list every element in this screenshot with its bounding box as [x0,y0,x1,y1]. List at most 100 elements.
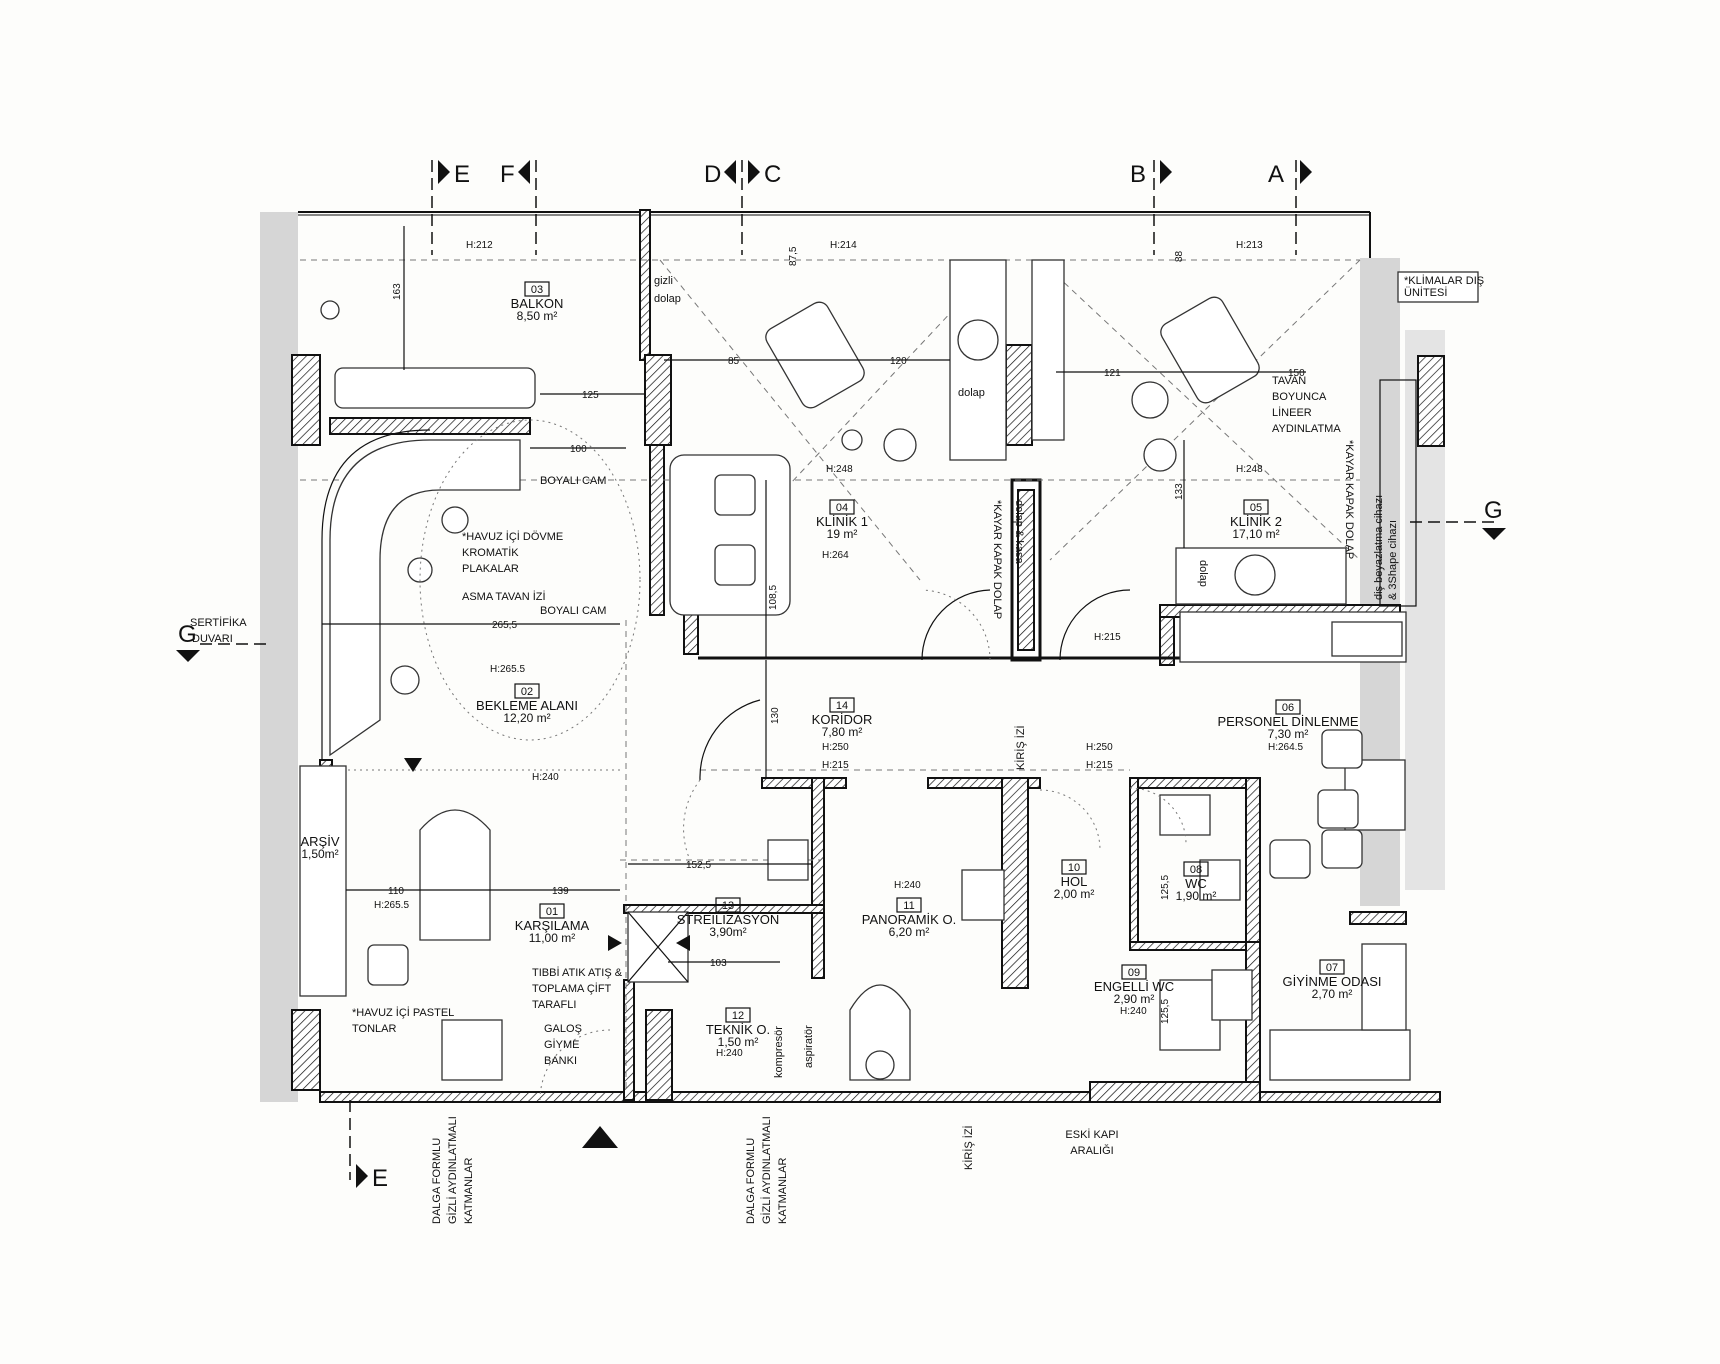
height-klinik1-mid: H:248 [826,464,853,475]
note-tavan-4: AYDINLATMA [1272,423,1341,435]
dim-139: 139 [552,886,569,897]
room-03-name: BALKON [511,296,564,311]
note-havuz-1: *HAVUZ İÇİ DÖVME [462,530,563,543]
note-havuz-pastel-2: TONLAR [352,1023,396,1035]
room-12-name: TEKNİK O. [706,1022,770,1037]
note-aspirator: aspiratör [803,1025,815,1068]
note-gizli-dolap: dolap [654,293,681,305]
note-dalga1-2: GİZLİ AYDINLATMALI [446,1116,459,1224]
note-asma-tavan: ASMA TAVAN İZİ [462,590,546,603]
section-e-top: E [454,161,470,188]
room-06-name: PERSONEL DİNLENME [1217,714,1358,729]
section-f-top: F [500,161,515,188]
note-galos-3: BANKI [544,1055,577,1067]
height-personel: H:264.5 [1268,742,1303,753]
note-tavan-1: TAVAN [1272,375,1306,387]
room-13-name: STREİLİZASYON [677,912,780,927]
reception-desk [419,809,491,941]
room-14-number: 14 [836,700,848,712]
note-boyali-cam-2: BOYALI CAM [540,605,606,617]
dim-108-5: 108,5 [768,585,779,610]
room-09-name: ENGELLİ WC [1094,979,1174,994]
waiting-furniture [299,300,641,1081]
room-10-area: 2,00 m² [1054,887,1095,901]
room-08-name: WC [1185,876,1207,891]
note-havuz-3: PLAKALAR [462,563,519,575]
room-05-area: 17,10 m² [1232,527,1279,541]
height-koridor: H:250 [822,742,849,753]
note-sertifika-1: SERTİFİKA [190,616,247,629]
room-11-number: 11 [903,900,914,912]
note-dis-beyaz-2: & 3Shape cihazı [1387,520,1399,600]
dim-103: 103 [710,958,727,969]
note-kayar-2: *KAYAR KAPAK DOLAP [1343,440,1355,559]
room-07-area: 2,70 m² [1312,987,1353,1001]
room-04-number: 04 [836,502,848,514]
room-10-name: HOL [1061,874,1088,889]
note-dolap-kasa: dolap & kasa [1013,500,1025,564]
room-03-number: 03 [531,284,543,296]
dim-110: 110 [388,886,404,897]
height-bekleme: H:265.5 [490,664,525,675]
room-05-number: 05 [1250,502,1262,514]
klima-note-line1: *KLİMALAR DIŞ [1404,274,1484,287]
balcony-planter [334,367,536,409]
room-03-area: 8,50 m² [517,309,558,323]
height-koridor-right2: H:250 [1086,742,1113,753]
section-e-bottom: E [372,1165,388,1192]
dimension-labels: 163 87,5 88 85 120 121 150 125 100 108,5… [322,226,1306,1024]
room-labels: 03 BALKON 8,50 m² 04 KLİNİK 1 19 m² 05 K… [300,281,1382,1049]
note-kiris-1: KİRİŞ İZİ [1014,725,1027,770]
room-07-name: GİYİNME ODASI [1283,974,1382,989]
note-dalga2-1: DALGA FORMLU [745,1138,757,1224]
room-12-area: 1,50 m² [718,1035,759,1049]
note-dis-beyaz-1: diş beyazlatma cihazı [1373,495,1385,600]
dim-100: 100 [570,444,587,455]
room-09-number: 09 [1128,967,1140,979]
height-balkon: H:212 [466,240,493,251]
section-a-top: A [1268,161,1284,188]
dim-150: 150 [1288,368,1305,379]
dim-125: 125 [582,390,599,401]
room-08-number: 08 [1190,864,1202,876]
note-kayar-1: *KAYAR KAPAK DOLAP [991,500,1003,619]
note-galos-1: GALOŞ [544,1023,582,1035]
room-06-area: 7,30 m² [1268,727,1309,741]
klima-unit: *KLİMALAR DIŞ ÜNİTESİ [1397,271,1484,303]
height-koridor-low: H:215 [822,760,849,771]
note-tavan-2: BOYUNCA [1272,391,1327,403]
height-koridor-right3: H:215 [1086,760,1113,771]
note-tibbi-1: TIBBİ ATIK ATIŞ & [532,966,623,979]
archive-name: ARŞİV [300,834,339,849]
door-swings [539,589,1187,1101]
room-05-name: KLİNİK 2 [1230,514,1282,529]
dim-88: 88 [1174,250,1185,262]
height-klinik2-mid: H:248 [1236,464,1263,475]
dim-152-5: 152,5 [686,860,711,871]
height-bekleme-low: H:240 [532,772,559,783]
room-01-number: 01 [546,906,558,918]
height-engelli: H:240 [1120,1006,1147,1017]
clinic-furniture [669,259,1407,879]
section-d-top: D [704,161,721,188]
klima-note-line2: ÜNİTESİ [1404,286,1447,299]
height-klinik1-low: H:264 [822,550,849,561]
note-eski-kapi-1: ESKİ KAPI [1065,1128,1118,1141]
height-klinik1-top: H:214 [830,240,857,251]
section-g-left: G [178,621,197,648]
dim-125-5-a: 125,5 [1160,875,1171,900]
dim-121: 121 [1104,368,1121,379]
height-klinik2-top: H:213 [1236,240,1263,251]
dim-133: 133 [1174,483,1185,500]
height-labels: H:212 H:214 H:213 H:248 H:264 H:248 H:26… [374,240,1303,1059]
note-tibbi-3: TARAFLI [532,999,576,1011]
note-galos-2: GİYME [544,1038,579,1051]
entrance-arrows [404,758,690,1148]
note-kiris-2: KİRİŞ İZİ [962,1125,975,1170]
room-01-name: KARŞILAMA [515,918,590,933]
note-dalga2-3: KATMANLAR [777,1158,789,1224]
dim-163: 163 [392,283,403,300]
height-teknik: H:240 [716,1048,743,1059]
note-dolap: dolap [958,387,985,399]
